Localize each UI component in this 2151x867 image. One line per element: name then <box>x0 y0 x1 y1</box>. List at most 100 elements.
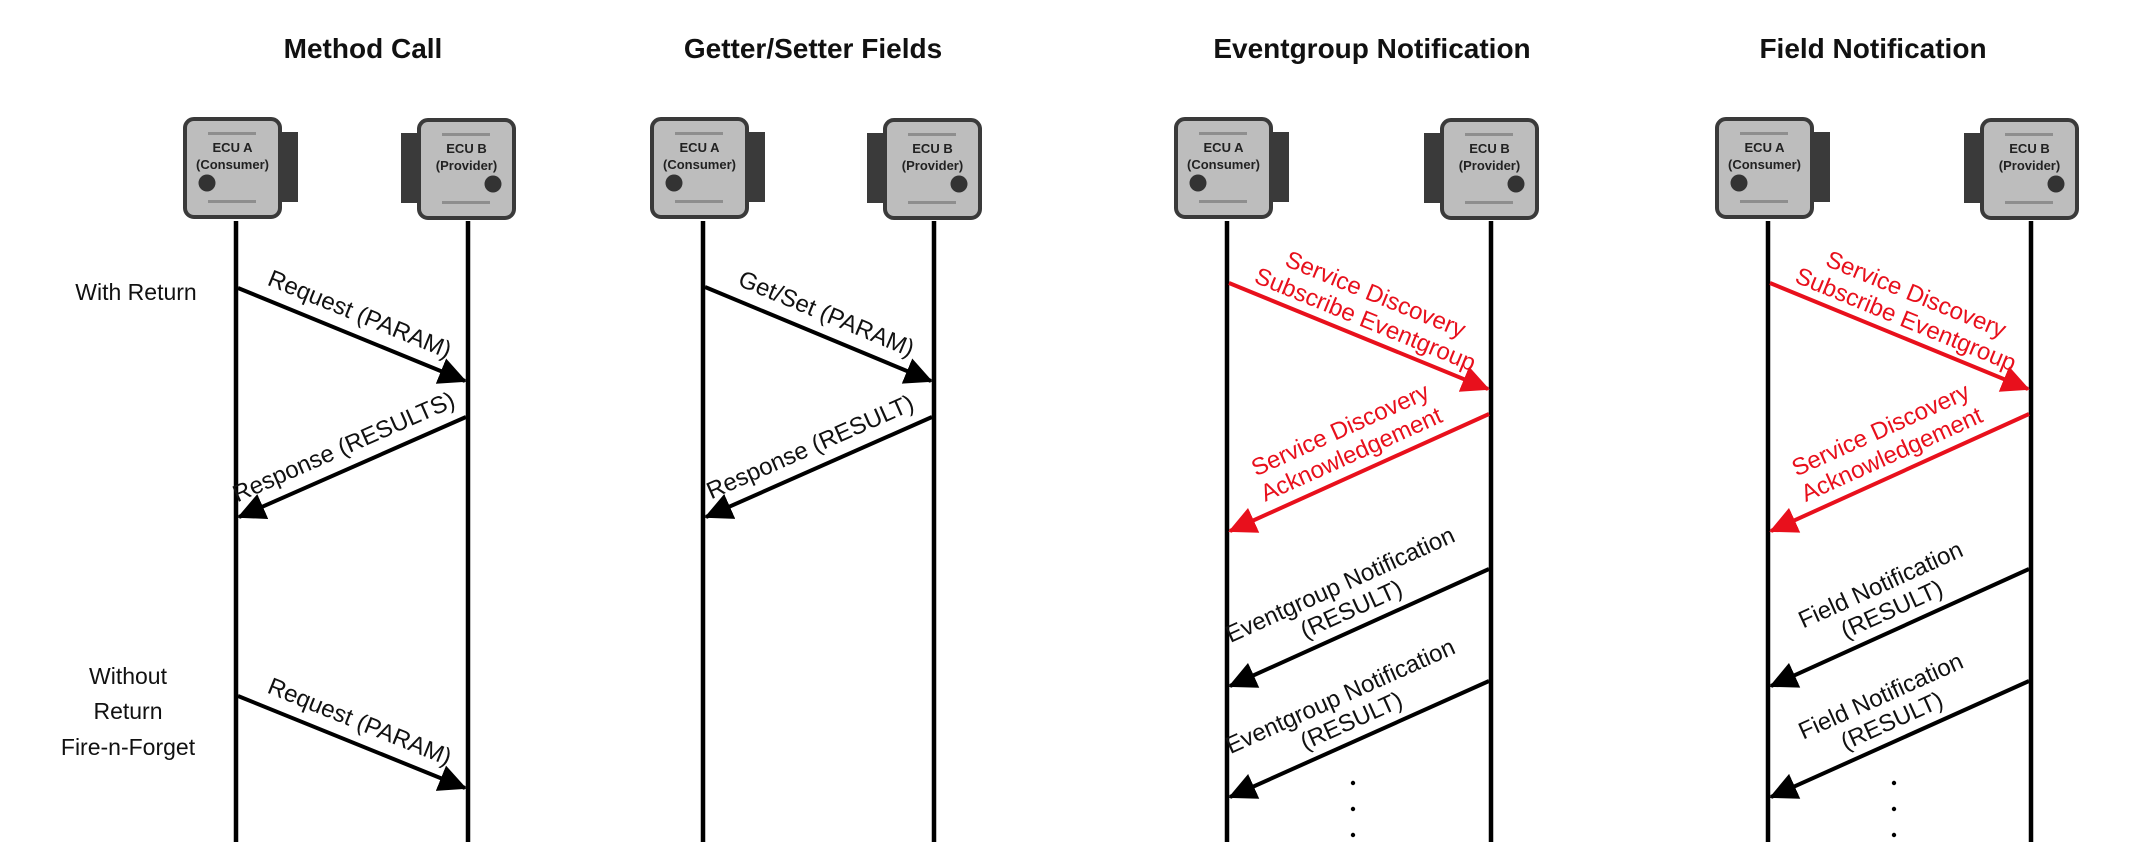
message-arrow <box>1769 567 2030 688</box>
ecu-name: ECU A <box>213 140 254 155</box>
side-label-without-return-line-3: Fire-n-Forget <box>61 734 196 760</box>
ecu-bottom-stripe <box>1199 200 1247 203</box>
ecu-name: ECU A <box>1745 140 1786 155</box>
ecu-body <box>1715 117 1814 219</box>
ecu-indicator-dot <box>665 174 683 192</box>
continuation-dot <box>1891 780 1897 786</box>
message-label: Request (PARAM) <box>264 265 455 364</box>
ecu-name: ECU B <box>2009 141 2049 156</box>
ecu-indicator-dot <box>1189 174 1207 192</box>
ecu-role: (Consumer) <box>196 157 269 172</box>
ecu-body <box>650 117 749 219</box>
ecu-top-stripe <box>2005 133 2053 136</box>
message-arrow <box>1769 281 2030 392</box>
ecu-indicator-dot <box>1730 174 1748 192</box>
message-label: Response (RESULT) <box>703 390 918 505</box>
ecu-role: (Consumer) <box>663 157 736 172</box>
message-arrow <box>704 415 933 519</box>
message-notification-1: Field Notification(RESULT) <box>1769 536 2030 688</box>
ecu-name: ECU B <box>1469 141 1509 156</box>
ecu-top-stripe <box>1740 132 1788 135</box>
message-arrow <box>1228 567 1490 688</box>
message-arrow <box>1769 679 2030 799</box>
ecu-name: ECU A <box>1204 140 1245 155</box>
ecu-b-provider: ECU B(Provider) <box>867 118 982 220</box>
ecu-indicator-dot <box>484 175 502 193</box>
ecu-role: (Provider) <box>1459 158 1520 173</box>
ecu-top-stripe <box>675 132 723 135</box>
panel-title: Getter/Setter Fields <box>684 33 942 64</box>
ecu-name: ECU B <box>446 141 486 156</box>
continuation-ellipsis <box>1891 780 1897 838</box>
message-label-line: Response (RESULTS) <box>229 387 459 508</box>
ecu-name: ECU A <box>680 140 721 155</box>
message-label: Get/Set (PARAM) <box>734 266 918 363</box>
panel-title: Method Call <box>284 33 443 64</box>
ecu-bottom-stripe <box>675 200 723 203</box>
continuation-dot <box>1350 806 1356 812</box>
ecu-bottom-stripe <box>442 201 490 204</box>
ecu-top-stripe <box>208 132 256 135</box>
ecu-a-consumer: ECU A (Consumer) <box>1174 117 1289 219</box>
message-get-set: Get/Set (PARAM) <box>704 266 933 384</box>
ecu-body <box>417 118 516 220</box>
message-label-line: Response (RESULT) <box>703 390 918 505</box>
ecu-role: (Consumer) <box>1187 157 1260 172</box>
continuation-dot <box>1891 832 1897 838</box>
message-label-line: Get/Set (PARAM) <box>734 266 918 363</box>
ecu-b-provider: ECU B (Provider) <box>1424 118 1539 220</box>
side-label-with-return: With Return <box>75 279 196 305</box>
side-labels: With Return Without Return Fire-n-Forget <box>61 279 197 760</box>
ecu-body <box>1980 118 2079 220</box>
message-label-line: Request (PARAM) <box>264 673 455 771</box>
ecu-indicator-dot <box>198 174 216 192</box>
ecu-body <box>183 117 282 219</box>
message-response: Response (RESULT) <box>703 390 933 519</box>
message-label: Eventgroup Notification(RESULT) <box>1222 634 1460 760</box>
side-label-without-return-line-1: Without <box>89 663 168 689</box>
continuation-dot <box>1891 806 1897 812</box>
ecu-top-stripe <box>1465 133 1513 136</box>
ecu-role: (Consumer) <box>1728 157 1801 172</box>
ecu-role: (Provider) <box>1999 158 2060 173</box>
ecu-a-consumer: ECU A (Consumer) <box>650 117 765 219</box>
ecu-indicator-dot <box>950 175 968 193</box>
ecu-b-provider: ECU B(Provider) <box>401 118 516 220</box>
panel-title: Field Notification <box>1759 33 1986 64</box>
ecu-bottom-stripe <box>208 200 256 203</box>
message-arrow <box>1769 412 2030 533</box>
ecu-b-provider: ECU B (Provider) <box>1964 118 2079 220</box>
message-notification-2: Eventgroup Notification(RESULT) <box>1222 634 1490 799</box>
message-label: Request (PARAM) <box>264 673 455 771</box>
side-label-without-return-line-2: Return <box>93 698 162 724</box>
message-arrow <box>237 415 467 519</box>
ecu-indicator-dot <box>2047 175 2065 193</box>
message-arrow <box>1228 412 1490 533</box>
ecu-role: (Provider) <box>902 158 963 173</box>
ecu-body <box>1440 118 1539 220</box>
message-label: Response (RESULTS) <box>229 387 459 508</box>
ecu-top-stripe <box>908 133 956 136</box>
ecu-indicator-dot <box>1507 175 1525 193</box>
continuation-ellipsis <box>1350 780 1356 838</box>
ecu-a-consumer: ECU A (Consumer) <box>1715 117 1830 219</box>
message-arrow <box>237 286 467 384</box>
message-arrow <box>1228 281 1490 392</box>
message-request-fire-n-forget: Request (PARAM) <box>237 673 467 791</box>
message-label: Field Notification(RESULT) <box>1794 648 1967 756</box>
message-arrow <box>704 285 933 384</box>
ecu-body <box>883 118 982 220</box>
ecu-top-stripe <box>1199 132 1247 135</box>
message-label-line: Request (PARAM) <box>264 265 455 364</box>
